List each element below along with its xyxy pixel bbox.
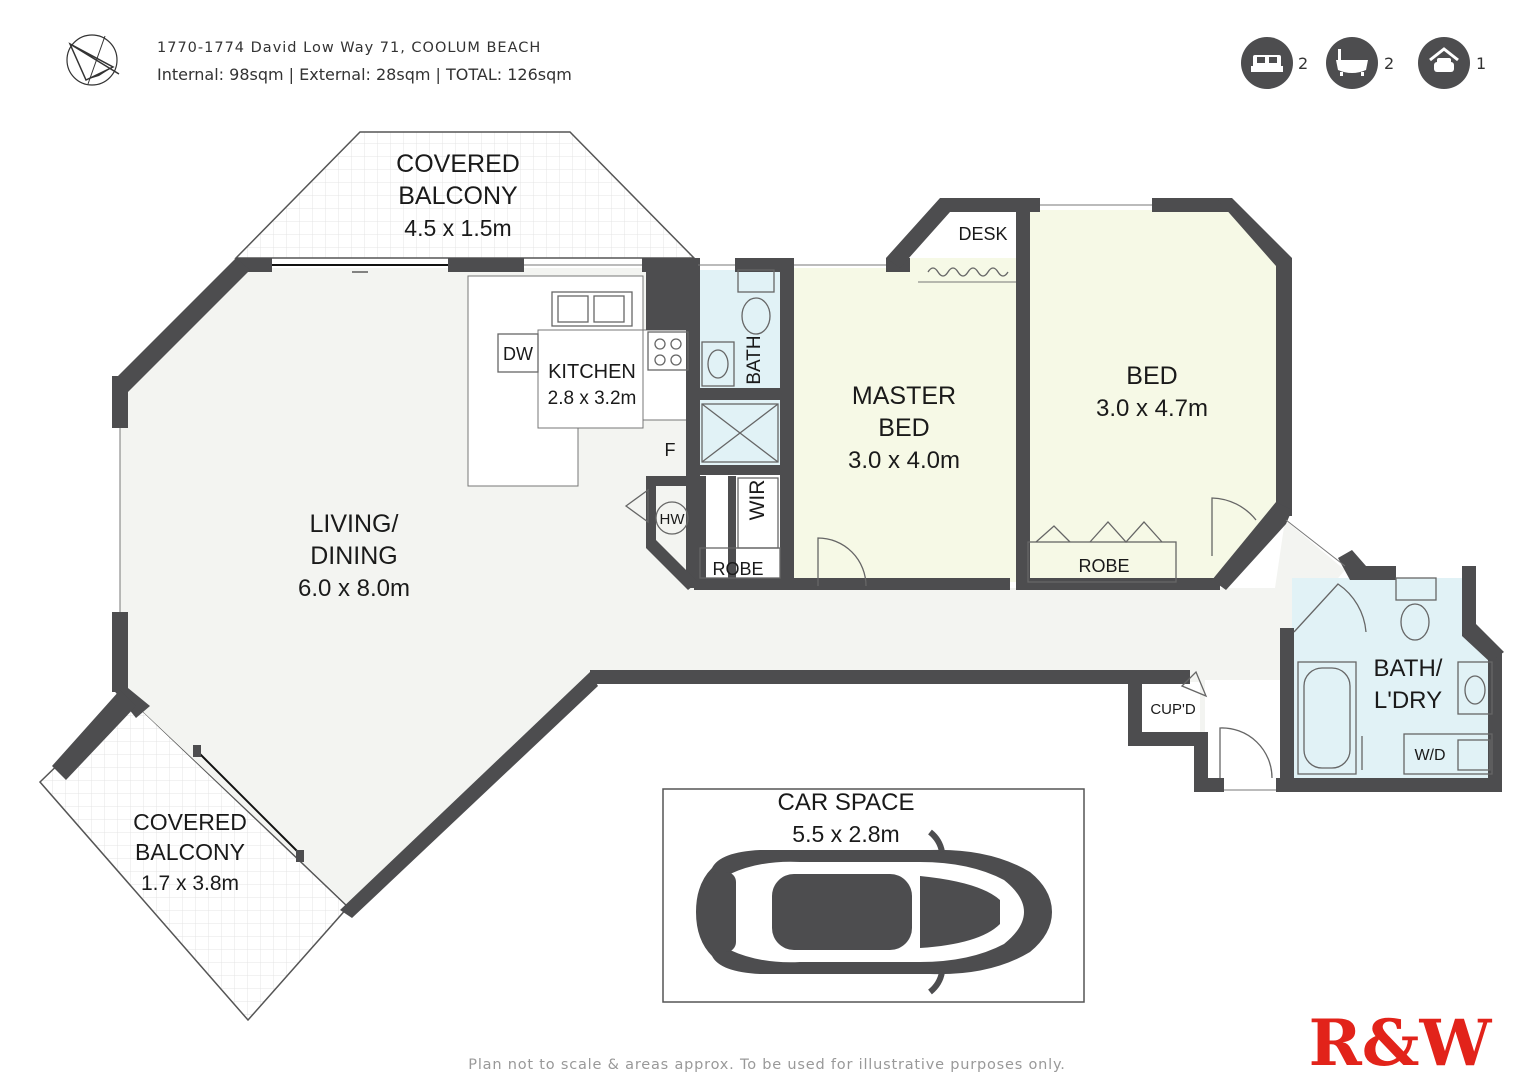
fridge-label: F (665, 440, 676, 460)
car-icon (1418, 37, 1470, 89)
bed-icon (1241, 37, 1293, 89)
robe-small-label: ROBE (712, 559, 763, 579)
desk-label: DESK (958, 224, 1007, 244)
robe-bed2-label: ROBE (1078, 556, 1129, 576)
cars-count: 1 (1476, 54, 1486, 73)
baths-count: 2 (1384, 54, 1394, 73)
master-bed-label: MASTER BED 3.0 x 4.0m (848, 382, 960, 474)
svg-text:L'DRY: L'DRY (1374, 687, 1442, 714)
kitchen-island-inner (537, 329, 644, 429)
wd-label: W/D (1414, 747, 1445, 764)
svg-text:3.0 x 4.7m: 3.0 x 4.7m (1096, 395, 1208, 422)
svg-text:BATH/: BATH/ (1374, 655, 1443, 682)
master-bedroom-floor (790, 258, 1020, 582)
bath-laundry-label: BATH/ L'DRY (1374, 655, 1443, 714)
kitchen-sink (551, 291, 633, 327)
hot-water-unit (655, 501, 689, 535)
ensuite-floor (700, 270, 785, 465)
living-label: LIVING/ DINING 6.0 x 8.0m (298, 510, 410, 602)
svg-text:MASTER: MASTER (852, 382, 956, 410)
balcony-top-area (234, 131, 696, 259)
svg-text:CAR SPACE: CAR SPACE (778, 789, 915, 816)
car-icon-large (696, 829, 1052, 995)
svg-text:3.0 x 4.0m: 3.0 x 4.0m (848, 447, 960, 474)
svg-text:BED: BED (1126, 362, 1177, 390)
svg-text:5.5 x 2.8m: 5.5 x 2.8m (792, 821, 899, 847)
compass-icon (66, 34, 120, 86)
bed2-door (1211, 497, 1257, 556)
laundry-fixtures (1297, 577, 1493, 775)
master-door (817, 537, 867, 587)
ensuite-bath-label: BATH (744, 335, 765, 384)
cooktop (647, 331, 689, 371)
kitchen-label: KITCHEN 2.8 x 3.2m (548, 361, 637, 409)
wir-label: WIR (746, 480, 769, 521)
dw-label: DW (503, 344, 533, 364)
bed2-label: BED 3.0 x 4.7m (1096, 362, 1208, 422)
robe-bed2 (1027, 541, 1177, 583)
brand-logo: R&W (1309, 1006, 1493, 1081)
svg-text:BALCONY: BALCONY (135, 839, 245, 865)
hw-label: HW (660, 511, 686, 528)
wardrobe-rail (927, 267, 1009, 277)
address-text: 1770-1774 David Low Way 71, COOLUM BEACH (157, 40, 541, 56)
svg-text:BED: BED (878, 414, 929, 442)
car-space-label: CAR SPACE 5.5 x 2.8m (778, 789, 915, 847)
bath-laundry-floor (1292, 578, 1496, 780)
cupd-label: CUP'D (1150, 701, 1196, 718)
bath-icon (1326, 37, 1378, 89)
svg-text:6.0 x 8.0m: 6.0 x 8.0m (298, 575, 410, 602)
svg-text:2.8 x 3.2m: 2.8 x 3.2m (548, 388, 637, 409)
walls (52, 198, 1504, 918)
svg-text:LIVING/: LIVING/ (310, 510, 399, 538)
svg-text:COVERED: COVERED (396, 150, 520, 178)
balcony-left-label: COVERED BALCONY 1.7 x 3.8m (133, 809, 247, 895)
bedroom-2-floor (1028, 210, 1280, 582)
svg-text:KITCHEN: KITCHEN (548, 361, 636, 383)
svg-text:COVERED: COVERED (133, 809, 247, 835)
svg-text:4.5 x 1.5m: 4.5 x 1.5m (404, 215, 511, 241)
disclaimer-text: Plan not to scale & areas approx. To be … (468, 1057, 1065, 1073)
svg-text:1.7 x 3.8m: 1.7 x 3.8m (141, 872, 239, 895)
dishwasher (497, 333, 539, 373)
hw-door (624, 488, 649, 524)
entry-door (1219, 727, 1273, 779)
living-dining-floor (120, 268, 1345, 905)
beds-count: 2 (1298, 54, 1308, 73)
ensuite-fixtures (701, 269, 779, 463)
svg-text:BALCONY: BALCONY (398, 182, 518, 210)
balcony-top-label: COVERED BALCONY 4.5 x 1.5m (396, 150, 520, 241)
cupd-door (1180, 670, 1208, 698)
bath-door (1293, 583, 1367, 633)
svg-text:DINING: DINING (310, 542, 398, 570)
area-summary: Internal: 98sqm | External: 28sqm | TOTA… (157, 65, 572, 84)
